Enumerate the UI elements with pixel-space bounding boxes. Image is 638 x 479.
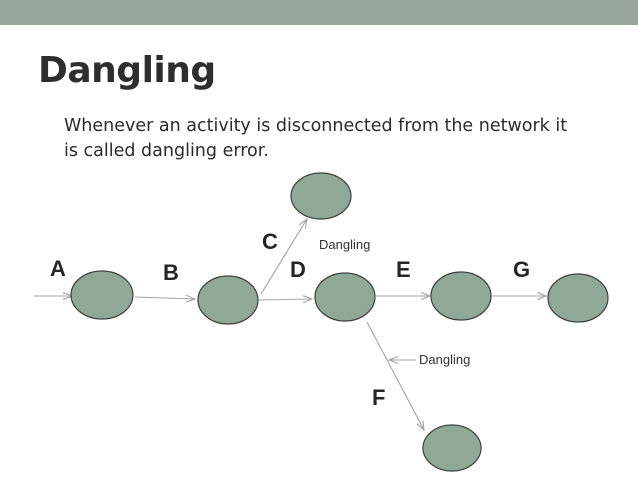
dangling-label-top: Dangling (319, 237, 370, 252)
header-band (0, 0, 638, 25)
edge-c (260, 219, 307, 295)
activity-label-a: A (50, 256, 66, 281)
event-node-dangling-top (290, 172, 352, 220)
activity-label-d: D (290, 257, 306, 282)
activity-label-f: F (372, 385, 385, 410)
activity-label-e: E (396, 257, 411, 282)
dangling-label-bottom: Dangling (419, 352, 470, 367)
event-node-dangling-bottom (422, 424, 482, 472)
event-node-3 (314, 272, 376, 322)
event-node-2 (197, 275, 259, 325)
activity-label-c: C (262, 229, 278, 254)
edge-f (366, 321, 424, 430)
event-node-1 (70, 270, 134, 320)
edge-d (258, 299, 312, 300)
activity-label-b: B (163, 260, 179, 285)
edge-b (134, 297, 195, 299)
slide-title: Dangling (38, 50, 216, 91)
activity-label-g: G (513, 257, 530, 282)
event-node-4 (430, 271, 492, 321)
slide-description: Whenever an activity is disconnected fro… (64, 116, 568, 161)
event-node-5 (547, 273, 609, 323)
